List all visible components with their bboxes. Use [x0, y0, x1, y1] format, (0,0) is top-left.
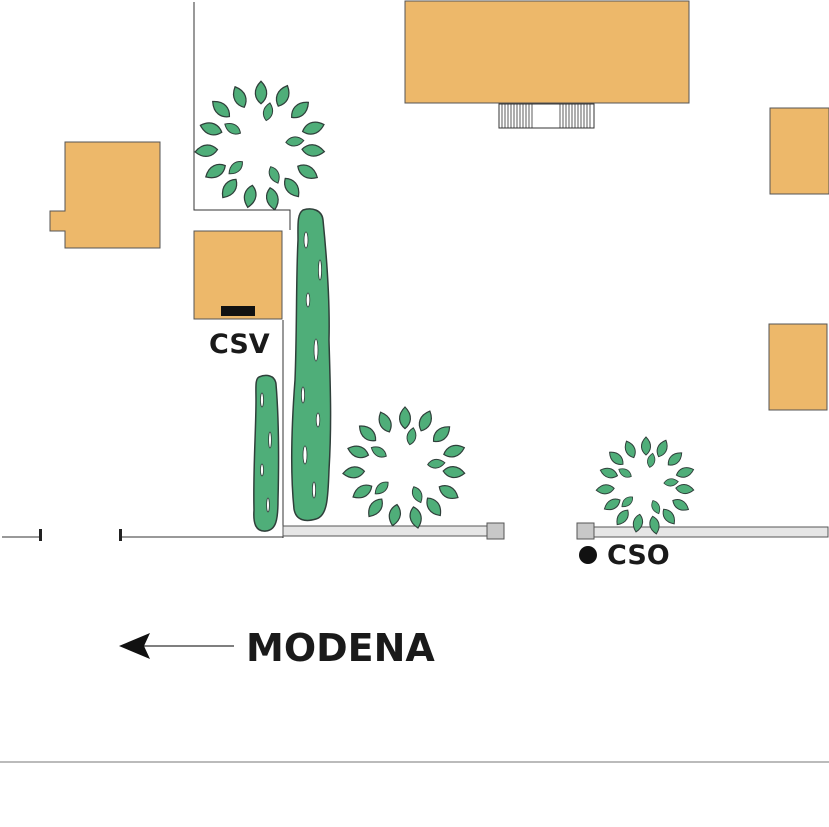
building-top — [404, 0, 690, 104]
fence-posts — [39, 529, 122, 541]
hedge-short — [253, 374, 280, 532]
dot-marker-icon — [579, 546, 597, 564]
building-left — [49, 141, 161, 249]
entrance-steps — [498, 103, 595, 129]
building-right-top — [769, 107, 829, 195]
boundary-lines — [0, 2, 829, 763]
hedge-texture — [260, 231, 322, 513]
walls — [282, 522, 829, 540]
building-right-bottom — [768, 323, 828, 411]
tree-icon — [595, 436, 696, 536]
hedge-tall — [291, 208, 332, 522]
tree-icon — [193, 80, 327, 212]
direction-label: MODENA — [246, 626, 435, 670]
cso-label: CSO — [607, 540, 670, 571]
buildings — [49, 0, 829, 411]
hedges — [253, 208, 332, 532]
arrow-left-icon — [119, 633, 234, 659]
building-csv — [193, 230, 283, 320]
csv-label: CSV — [209, 329, 270, 360]
csv-marker — [221, 306, 255, 316]
tree-icon — [341, 406, 467, 530]
